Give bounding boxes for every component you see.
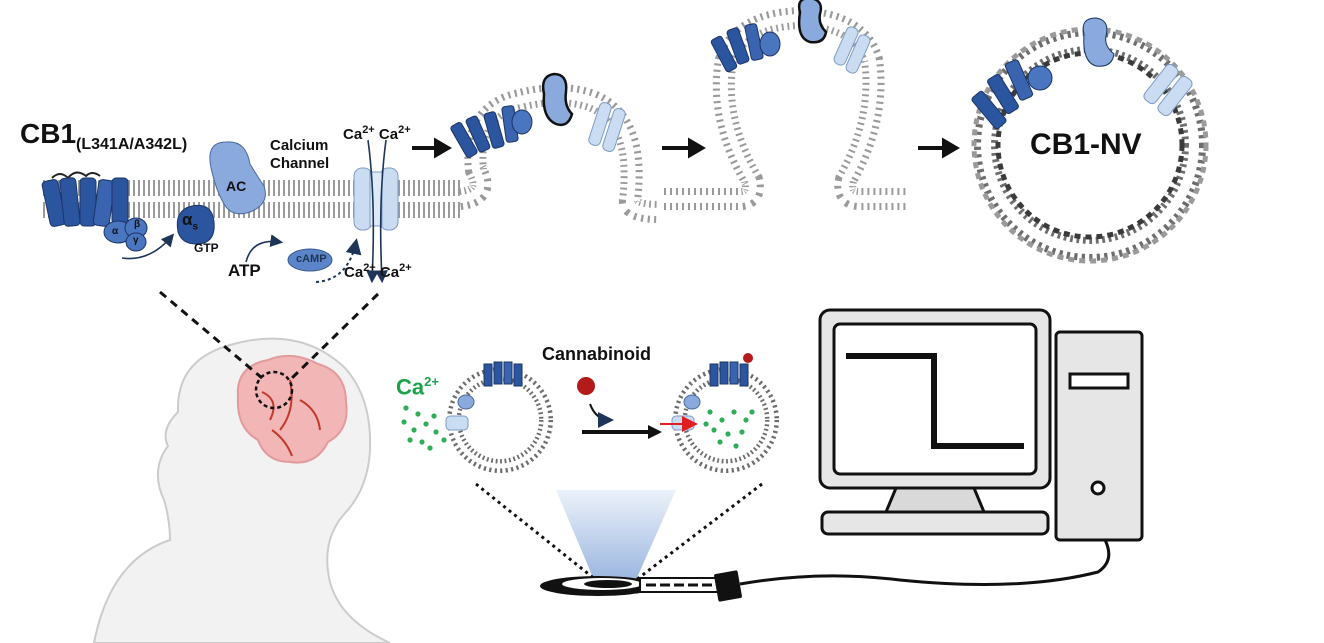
bound-cannabinoid-icon bbox=[743, 353, 753, 363]
vesicle-before bbox=[445, 361, 553, 473]
calcium-ion-dot bbox=[411, 427, 417, 433]
calcium-ion-dot bbox=[427, 445, 433, 451]
computer-icon bbox=[818, 308, 1144, 542]
gtp-label: GTP bbox=[194, 241, 219, 255]
calcium-ion-dot bbox=[731, 409, 737, 415]
alpha-small-label: α bbox=[112, 226, 119, 237]
calcium-ion-dot bbox=[711, 427, 717, 433]
calcium-ion-dot bbox=[423, 421, 429, 427]
calcium-ion-dot bbox=[719, 417, 725, 423]
zoom-lines bbox=[159, 290, 380, 380]
calcium-ion-dot bbox=[401, 419, 407, 425]
projection-beam bbox=[475, 482, 763, 582]
camp-icon bbox=[287, 248, 333, 272]
ca-label-bottom: Ca2+ Ca2+ bbox=[344, 262, 412, 281]
stage1-receptor-icon bbox=[450, 72, 626, 158]
calcium-channel-label: Calcium Channel bbox=[270, 137, 330, 172]
alpha-s-subunit-icon bbox=[176, 204, 215, 245]
calcium-ion-dot bbox=[707, 409, 713, 415]
cannabinoid-label: Cannabinoid bbox=[542, 344, 651, 364]
vesicle-receptor-icon bbox=[971, 17, 1193, 130]
electrode-icon bbox=[540, 570, 742, 602]
calcium-ion-dot bbox=[725, 431, 731, 437]
cb1-receptor-icon bbox=[41, 171, 129, 227]
calcium-ion-dot bbox=[733, 443, 739, 449]
calcium-ion-dot bbox=[419, 439, 425, 445]
calcium-ion-dot bbox=[431, 413, 437, 419]
calcium-ion-dot bbox=[415, 411, 421, 417]
arrow-right-icon bbox=[412, 137, 960, 159]
omega-membrane-stage2 bbox=[664, 6, 906, 210]
brain-icon bbox=[236, 354, 348, 464]
ca-label-top: Ca2+ Ca2+ bbox=[343, 124, 411, 143]
calcium-ion-dot bbox=[717, 439, 723, 445]
adenylyl-cyclase-icon bbox=[209, 141, 266, 215]
calcium-ion-dot bbox=[433, 429, 439, 435]
calcium-ion-label: Ca2+ bbox=[396, 374, 439, 400]
calcium-ion-dot bbox=[749, 409, 755, 415]
cb1-label: CB1(L341A/A342L) bbox=[20, 118, 188, 153]
calcium-ion-dot bbox=[739, 429, 745, 435]
alpha-s-label: αs bbox=[182, 210, 199, 233]
cannabinoid-icon bbox=[577, 377, 595, 395]
calcium-dots-outside bbox=[401, 405, 447, 451]
beta-label: β bbox=[134, 219, 141, 230]
g-protein-icon bbox=[103, 217, 148, 252]
cb1-nv-label: CB1-NV bbox=[1030, 128, 1142, 161]
calcium-dots-inside bbox=[703, 409, 755, 449]
stage2-receptor-icon bbox=[710, 0, 871, 74]
atp-label: ATP bbox=[228, 261, 261, 280]
ac-label: AC bbox=[226, 178, 247, 194]
vesicle-after bbox=[660, 353, 779, 473]
calcium-ion-dot bbox=[441, 437, 447, 443]
calcium-ion-dot bbox=[407, 437, 413, 443]
cable bbox=[739, 537, 1111, 586]
camp-label: cAMP bbox=[296, 253, 327, 265]
calcium-channel-icon bbox=[353, 167, 399, 231]
reaction-arrow-icon bbox=[582, 425, 662, 439]
calcium-ion-dot bbox=[743, 417, 749, 423]
gamma-label: γ bbox=[133, 235, 139, 246]
signal-trace bbox=[846, 353, 1024, 449]
calcium-ion-dot bbox=[403, 405, 409, 411]
calcium-ion-dot bbox=[703, 421, 709, 427]
